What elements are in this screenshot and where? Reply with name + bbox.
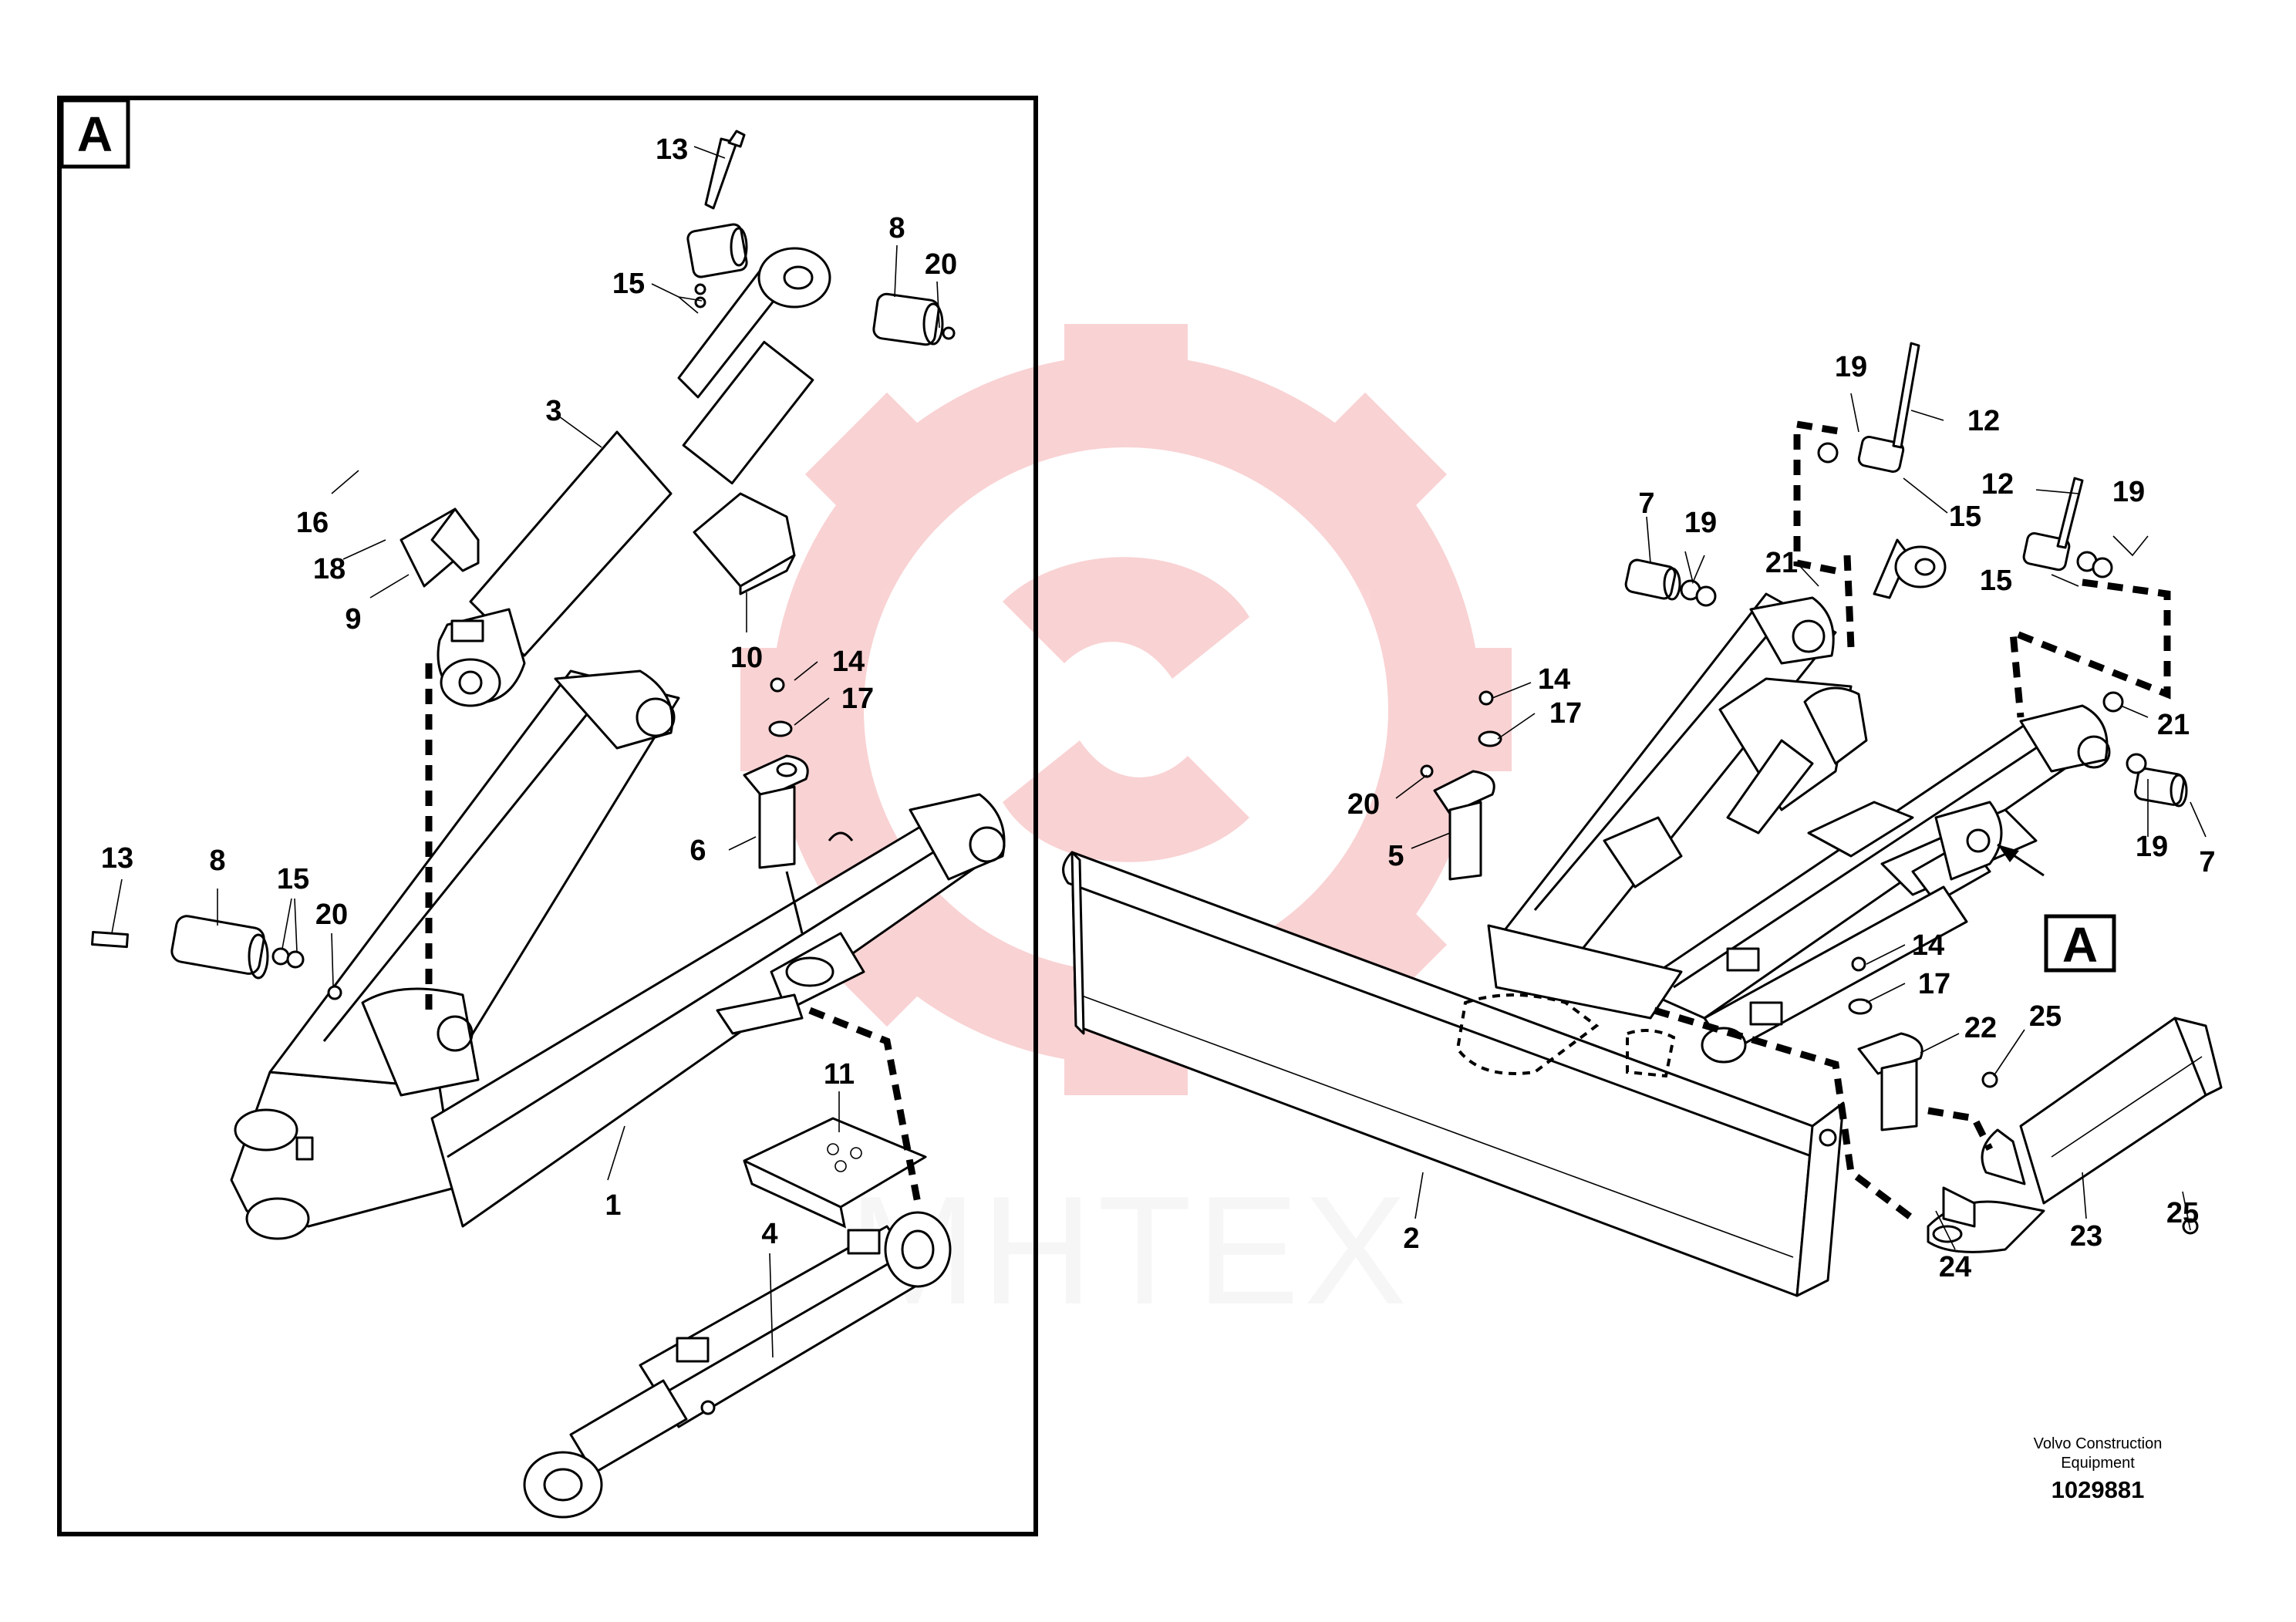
credit-line-1: Volvo Construction	[2033, 1435, 2163, 1452]
label-15-left: 15	[277, 863, 309, 895]
leader-lines-right	[1395, 393, 2207, 1250]
label-3: 3	[545, 395, 561, 427]
label-2: 2	[1403, 1222, 1419, 1255]
label-15-c: 15	[1949, 501, 1981, 533]
dozer-blade	[1062, 851, 1845, 1297]
guard-11	[743, 1117, 927, 1229]
frame-label-box	[59, 98, 130, 169]
a-frame	[230, 669, 1006, 1240]
detail-frame	[57, 96, 1038, 1536]
label-25-b: 25	[2166, 1197, 2199, 1229]
label-13-left: 13	[101, 842, 133, 875]
label-15-d: 15	[1980, 565, 2012, 597]
label-8-top: 8	[888, 212, 905, 244]
label-24: 24	[1939, 1251, 1971, 1283]
credit-line-2: Equipment	[2061, 1455, 2135, 1472]
upper-cylinder	[437, 247, 831, 707]
label-12-b: 12	[1981, 468, 2014, 501]
label-4: 4	[761, 1218, 777, 1250]
drawing-number: 1029881	[2051, 1476, 2145, 1503]
label-7-a: 7	[1638, 487, 1654, 520]
label-17-left: 17	[841, 683, 874, 715]
frame-label: A	[77, 106, 113, 162]
label-1: 1	[605, 1189, 621, 1222]
dashed-link-top2	[1843, 555, 1855, 649]
label-16: 16	[296, 507, 329, 539]
label-22: 22	[1964, 1012, 1997, 1044]
label-19-b: 19	[1684, 507, 1717, 539]
label-21-a: 21	[1765, 547, 1798, 579]
lower-cylinder	[523, 1211, 952, 1519]
manufacturer-credit: Volvo Construction Equipment	[1982, 1435, 2213, 1473]
label-6: 6	[689, 835, 706, 867]
dashed-link-top	[1793, 420, 1844, 575]
label-17-c: 17	[1918, 968, 1950, 1000]
pin-6	[743, 677, 809, 934]
dashed-link-pin	[808, 1007, 922, 1204]
label-18: 18	[313, 553, 346, 585]
label-12-a: 12	[1967, 405, 2000, 437]
bracket-10	[693, 492, 796, 595]
label-17-b: 17	[1549, 697, 1582, 730]
label-13-top: 13	[656, 133, 688, 166]
label-21-b: 21	[2157, 709, 2190, 741]
label-23: 23	[2070, 1220, 2102, 1253]
label-25-a: 25	[2029, 1000, 2062, 1033]
label-19-a: 19	[1835, 351, 1867, 383]
callout-a: A	[1997, 843, 2116, 973]
label-8-left: 8	[209, 845, 225, 877]
label-14-left: 14	[832, 646, 865, 678]
label-14-c: 14	[1912, 929, 1944, 962]
label-11: 11	[824, 1058, 855, 1091]
dashed-link-top3	[2008, 578, 2171, 718]
dashed-link-bottom2	[1927, 1107, 1994, 1152]
label-9: 9	[345, 603, 361, 636]
label-5: 5	[1387, 840, 1404, 872]
bracket-9	[400, 508, 480, 588]
label-15-top: 15	[612, 268, 645, 300]
dashed-link-bottom	[1653, 1007, 1915, 1222]
label-14-b: 14	[1538, 663, 1570, 696]
label-7-b: 7	[2199, 846, 2215, 878]
lower-pins	[90, 915, 342, 1000]
label-19-d: 19	[2136, 831, 2168, 863]
part-labels: 13 8 20 15 3 16 18 9 10 14 17 6 13 8 15 …	[101, 133, 2216, 1283]
right-frame	[1455, 538, 2111, 1078]
label-19-c: 19	[2112, 476, 2145, 508]
leader-lines-left	[111, 146, 940, 1358]
label-10: 10	[730, 642, 763, 674]
label-20-top: 20	[925, 248, 957, 281]
svg-text:A: A	[2062, 917, 2098, 973]
label-20-c: 20	[1347, 788, 1380, 821]
upper-pins	[686, 130, 956, 346]
label-20-left: 20	[315, 899, 348, 931]
right-pins	[1420, 342, 2223, 1253]
